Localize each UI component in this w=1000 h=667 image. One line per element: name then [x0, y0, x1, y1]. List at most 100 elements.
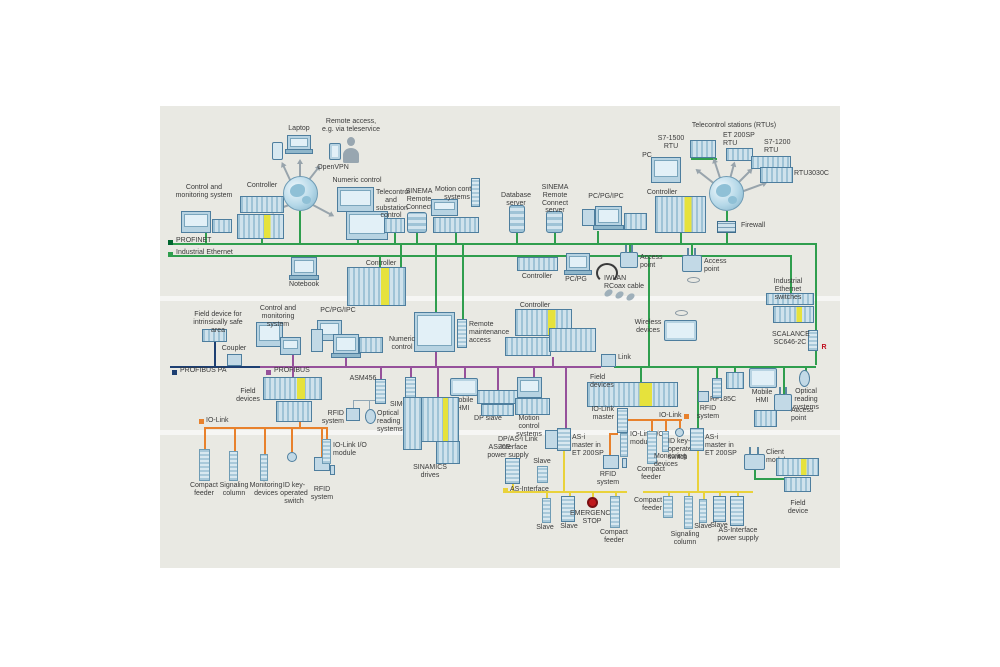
optical-reading-green-label: Optical reading systems: [793, 388, 819, 411]
network-line: [783, 368, 785, 395]
iolink-module-green-icon: [620, 433, 628, 457]
network-line: [260, 366, 601, 368]
slave-y4-icon: [713, 496, 726, 522]
compact-feeder-green-label: Compact feeder: [636, 466, 665, 481]
slave-y2-icon: [561, 496, 575, 522]
slave-y3-icon: [699, 499, 707, 523]
mobile-hmi-pb-icon: [450, 378, 478, 396]
sinamics-label: SINAMICS drives: [413, 464, 447, 479]
field-device-br-icon: [776, 458, 819, 476]
slave-y4-label: Slave: [710, 522, 728, 529]
field-device-br-label: Field device: [787, 500, 809, 515]
slave-left-top-icon: [537, 466, 548, 483]
mobile-hmi-green-icon: [749, 368, 777, 388]
bus-legend-marker: [168, 252, 173, 257]
controller-mid2-label: Controller: [521, 273, 553, 280]
network-line: [688, 493, 690, 496]
rtu3030c-icon: [760, 167, 793, 183]
network-line: [299, 422, 301, 427]
sinema-remote-connect-icon: [407, 212, 427, 233]
controller-mid-label: Controller: [365, 260, 397, 267]
compact-feeder-ol-icon: [199, 449, 210, 481]
access-point-green-icon: [774, 387, 792, 411]
network-line: [291, 429, 293, 452]
network-line: [815, 243, 817, 365]
asi-master-1-label: AS-i master in ET 200SP: [572, 434, 604, 457]
control-monitoring-mid-label: Control and monitoring system: [259, 305, 297, 328]
scalance-label: SCALANCE SC646-2C: [772, 331, 810, 346]
numeric-control-mid-label: Numeric control: [388, 336, 416, 351]
network-line: [726, 211, 728, 221]
network-line: [805, 368, 807, 371]
network-line: [628, 419, 682, 421]
connection-arrow: [299, 161, 301, 177]
iolink-module-ol-sensor-icon: [330, 465, 335, 475]
motion-control-pb-label: Motion control systems: [516, 415, 542, 438]
controller-profibus-label: Controller: [519, 302, 551, 309]
compact-feeder-y1-icon: [610, 496, 620, 528]
network-line: [435, 243, 437, 312]
rfid-system-pb-icon: [346, 408, 360, 421]
network-line: [410, 368, 412, 377]
monitoring-devices-green-icon: [662, 431, 669, 452]
access-point-green-label: Access point: [791, 407, 814, 422]
link-icon: [601, 354, 616, 367]
sinamics-3-icon: [436, 441, 460, 464]
network-line: [345, 356, 347, 366]
iolink-master-label: IO-Link master: [591, 406, 614, 421]
motion-control-pb-icon: [517, 377, 542, 398]
database-server-label: Database server: [501, 192, 531, 207]
network-line: [261, 239, 263, 243]
bus-legend-label: PROFINET: [176, 237, 212, 244]
network-line: [292, 347, 294, 366]
s7-1200-rtu-label: S7-1200 RTU: [764, 139, 791, 154]
firewall-icon: [717, 221, 736, 233]
field-devices-green-icon: [587, 382, 678, 407]
field-devices-pb-label: Field devices: [236, 388, 260, 403]
pc-pg-ipc-mid-box-icon: [311, 329, 323, 352]
network-line: [609, 433, 618, 435]
network-line: [719, 493, 721, 496]
signaling-column-ol-icon: [229, 451, 238, 481]
iolink-master-icon: [617, 408, 628, 433]
network-line: [435, 352, 437, 366]
network-line: [170, 366, 261, 368]
asi-master-1-icon: [557, 428, 571, 451]
access-point-green-2-icon: [754, 410, 777, 427]
motion-control-top-label: Motion control systems: [435, 186, 479, 201]
numeric-control-top-label: Numeric control: [332, 177, 382, 184]
control-monitoring-mid-icon: [256, 322, 283, 347]
network-line: [554, 233, 556, 243]
id-key-switch-ol-icon: [287, 452, 297, 462]
telecontrol-stations-label-label: Telecontrol stations (RTUs): [691, 122, 777, 129]
compact-feeder-y2-icon: [663, 496, 673, 518]
sinema-remote-connect-label: SINEMA Remote Connect: [405, 188, 433, 211]
network-line: [737, 493, 739, 496]
field-device-intrinsic-icon: [202, 329, 227, 342]
network-line: [505, 491, 627, 493]
monitoring-devices-ol-label: Monitoring devices: [249, 482, 283, 497]
network-line: [326, 429, 328, 439]
network-line: [380, 368, 382, 379]
network-line: [214, 342, 216, 367]
bus-legend-marker: [168, 240, 173, 245]
network-line: [651, 421, 653, 431]
slave-left-top-label: Slave: [533, 458, 551, 465]
network-line: [394, 233, 396, 243]
bus-legend-marker: [199, 419, 204, 424]
pc-rtu-icon: [651, 157, 681, 183]
network-line: [569, 493, 571, 496]
pc-rtu-label: PC: [642, 152, 652, 159]
mobile-hmi-green-label: Mobile HMI: [751, 389, 773, 404]
remote-access-tablet-icon: [329, 143, 341, 160]
slave-y3-label: Slave: [694, 523, 712, 530]
network-line: [615, 493, 617, 496]
bus-legend-label: PROFIBUS: [274, 367, 310, 374]
numeric-control-mid-icon: [414, 312, 455, 352]
controller-top-left-label: Controller: [246, 182, 278, 189]
network-line: [170, 255, 790, 257]
et200sp-rtu-icon: [726, 148, 753, 161]
asi-master-2-label: AS-i master in ET 200SP: [705, 434, 737, 457]
rfid-system-right-icon: [712, 378, 722, 398]
rcoax-cable-icon: [596, 263, 618, 283]
